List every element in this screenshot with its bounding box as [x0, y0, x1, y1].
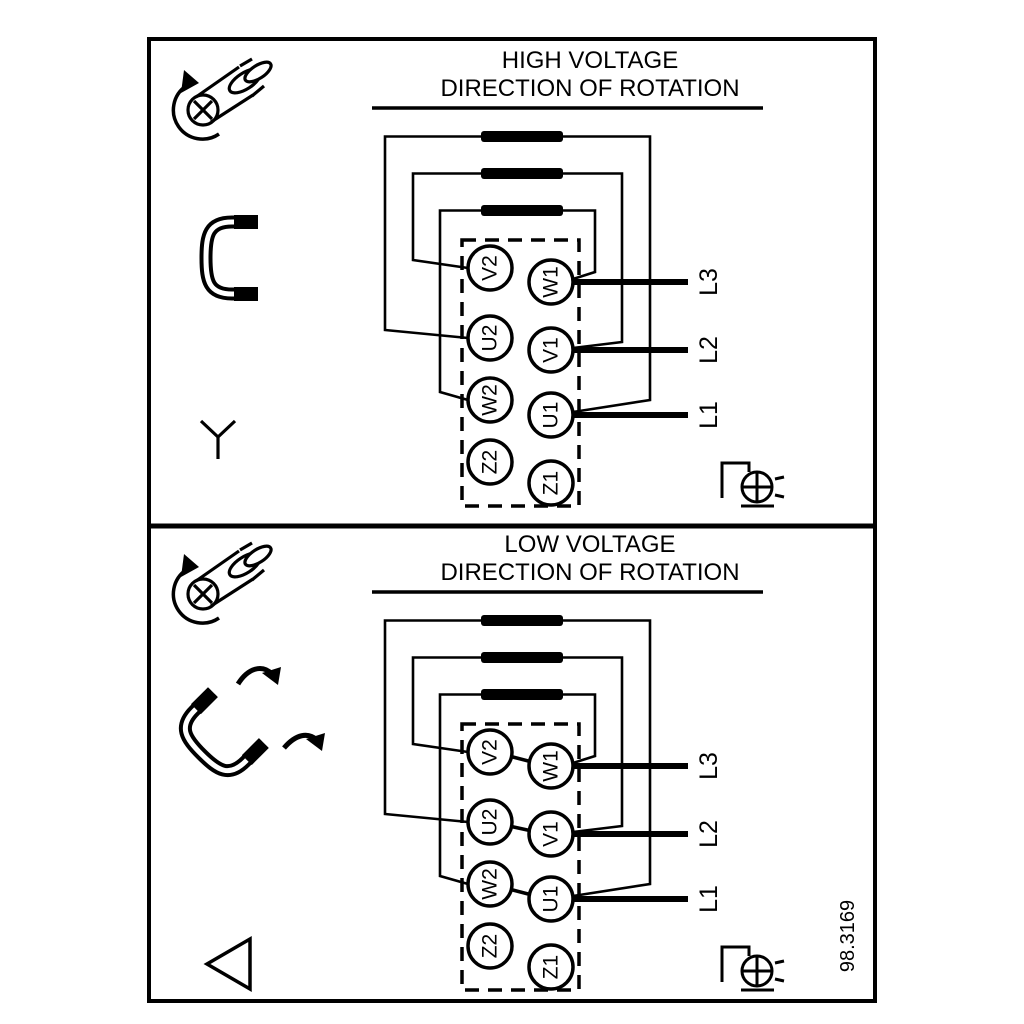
link-wires [383, 619, 652, 898]
terminal-board [460, 238, 581, 508]
terminal-z1: Z1 [527, 459, 575, 507]
terminal-v1: V1 [527, 326, 575, 374]
terminal-z1: Z1 [527, 943, 575, 991]
terminal-label: W2 [479, 384, 502, 416]
terminal-w2: W2 [466, 860, 514, 908]
terminal-label: U2 [479, 809, 502, 836]
terminal-v1: V1 [527, 810, 575, 858]
terminal-u1: U1 [527, 875, 575, 923]
terminal-label: U1 [540, 886, 563, 913]
terminal-z2: Z2 [466, 438, 514, 486]
link-wires [383, 135, 652, 414]
supply-line-label: L3 [695, 752, 723, 780]
terminal-w1: W1 [527, 258, 575, 306]
terminal-u2: U2 [466, 314, 514, 362]
terminal-label: Z2 [479, 450, 502, 475]
screw-rotation-icon [171, 57, 273, 141]
delta-symbol-icon [203, 935, 252, 993]
drawing-number: 98.3169 [837, 900, 859, 972]
supply-line-label: L2 [695, 820, 723, 848]
terminals: V2 U2 W2 Z2 W1 V1 [466, 244, 575, 507]
supply-lines: L3 L2 L1 [573, 752, 723, 913]
terminal-label: V1 [540, 337, 563, 363]
terminal-u2: U2 [466, 798, 514, 846]
terminal-v2: V2 [466, 728, 514, 776]
panel-subtitle: DIRECTION OF ROTATION [440, 559, 739, 586]
terminals: V2 U2 W2 Z2 W1 V1 [466, 728, 575, 991]
link-jumper-moved-icon [178, 666, 325, 778]
terminal-label: V2 [479, 255, 502, 281]
supply-line-label: L1 [695, 401, 723, 429]
panel-title: HIGH VOLTAGE [502, 47, 678, 74]
link-jumper-icon [199, 215, 258, 301]
terminal-label: W1 [540, 750, 563, 782]
panel-low-voltage: LOW VOLTAGE DIRECTION OF ROTATION [171, 531, 785, 993]
terminal-label: U1 [540, 402, 563, 429]
terminal-label: V2 [479, 739, 502, 765]
earth-terminal-icon [720, 945, 785, 992]
terminal-label: Z1 [540, 471, 563, 496]
terminal-label: U2 [479, 325, 502, 352]
panel-high-voltage: HIGH VOLTAGE DIRECTION OF ROTATION [171, 47, 785, 508]
terminal-label: V1 [540, 821, 563, 847]
screw-rotation-icon [171, 541, 273, 625]
terminal-board [460, 722, 581, 992]
star-symbol-icon [199, 419, 237, 459]
supply-line-label: L1 [695, 885, 723, 913]
terminal-v2: V2 [466, 244, 514, 292]
panel-title: LOW VOLTAGE [504, 531, 675, 558]
supply-lines: L3 L2 L1 [573, 268, 723, 429]
diagram-frame [147, 37, 877, 1003]
move-arrow-icon [282, 732, 325, 751]
terminal-label: W1 [540, 266, 563, 298]
terminal-u1: U1 [527, 391, 575, 439]
terminal-z2: Z2 [466, 922, 514, 970]
move-arrow-icon [235, 666, 281, 686]
terminal-w2: W2 [466, 376, 514, 424]
terminal-label: Z1 [540, 955, 563, 980]
supply-line-label: L2 [695, 336, 723, 364]
terminal-w1: W1 [527, 742, 575, 790]
panel-subtitle: DIRECTION OF ROTATION [440, 75, 739, 102]
terminal-label: Z2 [479, 934, 502, 959]
supply-line-label: L3 [695, 268, 723, 296]
earth-terminal-icon [720, 461, 785, 508]
terminal-label: W2 [479, 868, 502, 900]
